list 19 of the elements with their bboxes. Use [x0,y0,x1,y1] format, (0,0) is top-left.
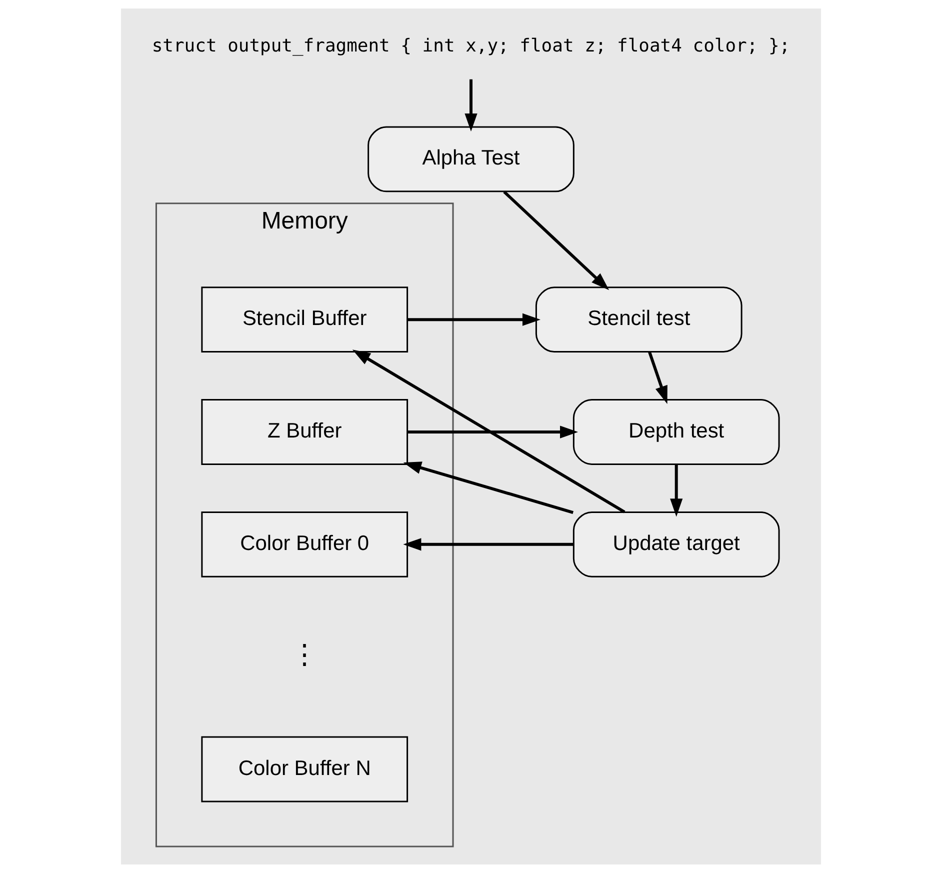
arrow [464,79,477,132]
node-text: struct output_fragment { int x,y; float z; float4 color; }; [151,35,790,56]
arrow [502,190,609,290]
node-box: Depth test [572,399,780,465]
node-box: Color Buffer N [200,736,408,802]
arrow [670,464,682,517]
arrow [648,352,667,404]
arrow [352,350,625,514]
node-box: Alpha Test [367,126,574,192]
node-box: Stencil Buffer [200,286,408,353]
node-box: Color Buffer 0 [200,511,408,578]
node-box: Update target [572,511,780,578]
node-box: Z Buffer [200,399,408,465]
label: ⋮ [290,639,318,670]
arrow [402,462,574,514]
arrow [402,538,573,551]
arrow [407,313,540,326]
node-box: Stencil test [534,286,742,353]
arrow [407,426,578,438]
